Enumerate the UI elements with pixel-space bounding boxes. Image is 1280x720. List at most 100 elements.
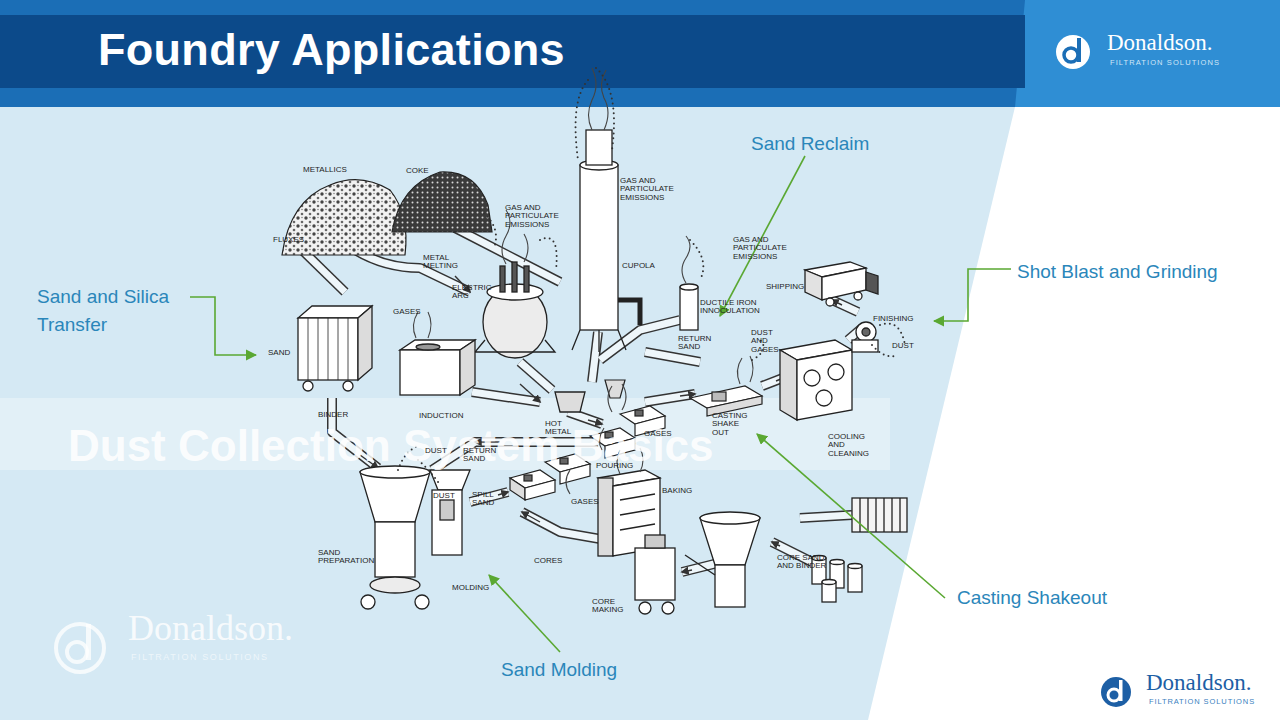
furnace [680,284,698,290]
sand-railcar [308,318,348,380]
sand-and-core-equipment [620,494,655,530]
process-label: METALLICS [303,166,347,174]
leader-line [757,434,945,598]
raw-material-pile [392,172,492,232]
sand-railcar [358,306,372,380]
shipping-truck [854,292,862,300]
furnace [572,330,626,352]
furnace [416,344,440,350]
slide-title: Foundry Applications [98,27,565,72]
process-label: SPILL SAND [472,491,500,508]
process-label: DUST [425,447,447,455]
furnace [555,392,585,412]
slide-background [0,107,1015,720]
logo-icon [1077,38,1081,62]
sand-and-core-equipment [860,498,900,532]
leader-line [489,575,560,652]
process-label: GAS AND PARTICULATE EMISSIONS [620,177,672,202]
leader-line [190,297,256,355]
sand-railcar [343,381,353,391]
slide-background [0,0,1280,107]
process-label: HOT METAL [545,420,575,437]
process-label: CASTING SHAKE OUT [712,412,756,437]
process-label: POURING [596,462,633,470]
process-label: DUST [433,492,455,500]
process-label: GAS AND PARTICULATE EMISSIONS [733,236,785,261]
furnace [400,130,698,412]
process-label: CORE SAND AND BINDER [777,554,829,571]
shipping-truck [866,272,878,294]
raw-material-pile [282,172,492,255]
mold-and-pouring [712,392,726,401]
dust-particles [576,80,588,160]
sand-and-core-equipment [685,555,715,575]
logo-icon [1119,680,1123,701]
watermark-tagline: FILTRATION SOLUTIONS [131,653,269,662]
furnace [586,130,612,165]
process-label: SAND PREPARATION [318,549,376,566]
sand-and-core-equipment [830,560,844,565]
mold-and-pouring [524,475,532,481]
process-label: DUST AND GASES [751,329,779,354]
sand-and-core-equipment [361,595,375,609]
flow-arrow [498,492,508,495]
process-label: ELECTRIC ARC [452,284,488,301]
logo-wordmark: Donaldson. [1146,671,1251,694]
flow-arrow [522,512,540,522]
logo-icon [1101,677,1131,707]
callout-label: Sand Molding [501,656,617,684]
mold-and-pouring [510,478,525,500]
process-label: BAKING [662,487,692,495]
process-label: DUCTILE IRON INNOCULATION [700,299,760,316]
sand-and-core-equipment [635,548,675,600]
mold-and-pouring [525,480,555,500]
process-label: GAS AND PARTICULATE EMISSIONS [505,204,557,229]
process-label: DUST [892,342,914,350]
sand-and-core-equipment [662,602,674,614]
flow-arrow [520,384,540,402]
process-label: GASES [644,430,672,438]
sand-and-core-equipment [715,565,745,607]
logo-icon [56,35,1131,707]
process-label: CORES [534,557,562,565]
logo-wordmark: Donaldson. [1107,31,1212,54]
sand-and-core-equipment [639,602,651,614]
emission-plume [682,236,690,283]
flow-arrow [680,394,695,396]
leader-line [934,269,1011,321]
slide-background [0,15,1025,88]
emission-plume [428,312,431,338]
dust-particles [398,68,905,485]
process-label: GASES [393,308,421,316]
cooling-finishing [862,328,870,336]
furnace [500,266,505,292]
furnace [460,340,475,395]
callout-label: Casting Shakeout [957,584,1107,612]
process-label: FINISHING [873,315,913,323]
process-label: GASES [571,498,599,506]
sand-and-core-equipment [700,518,760,565]
cooling-finishing [828,364,844,380]
cooling-finishing [852,340,878,352]
furnace [475,340,555,352]
shipping-truck [826,298,834,306]
process-label: RETURN SAND [463,447,495,464]
furnace [400,350,460,395]
sand-and-core-equipment [440,500,454,520]
cooling-finishing [780,322,878,420]
emission-plume [737,356,753,384]
leader-line [720,156,805,316]
slide-background [0,398,890,470]
process-label: SAND [268,349,290,357]
shipping-truck [822,268,866,300]
furnace [512,262,517,292]
watermark-logo: Donaldson. [128,610,293,646]
sand-and-core-equipment [375,522,415,577]
process-label: METAL MELTING [423,254,459,271]
furnace [680,287,698,330]
logo-icon [1064,48,1078,62]
sand-and-core-equipment [848,566,862,592]
cooling-finishing [816,390,832,406]
